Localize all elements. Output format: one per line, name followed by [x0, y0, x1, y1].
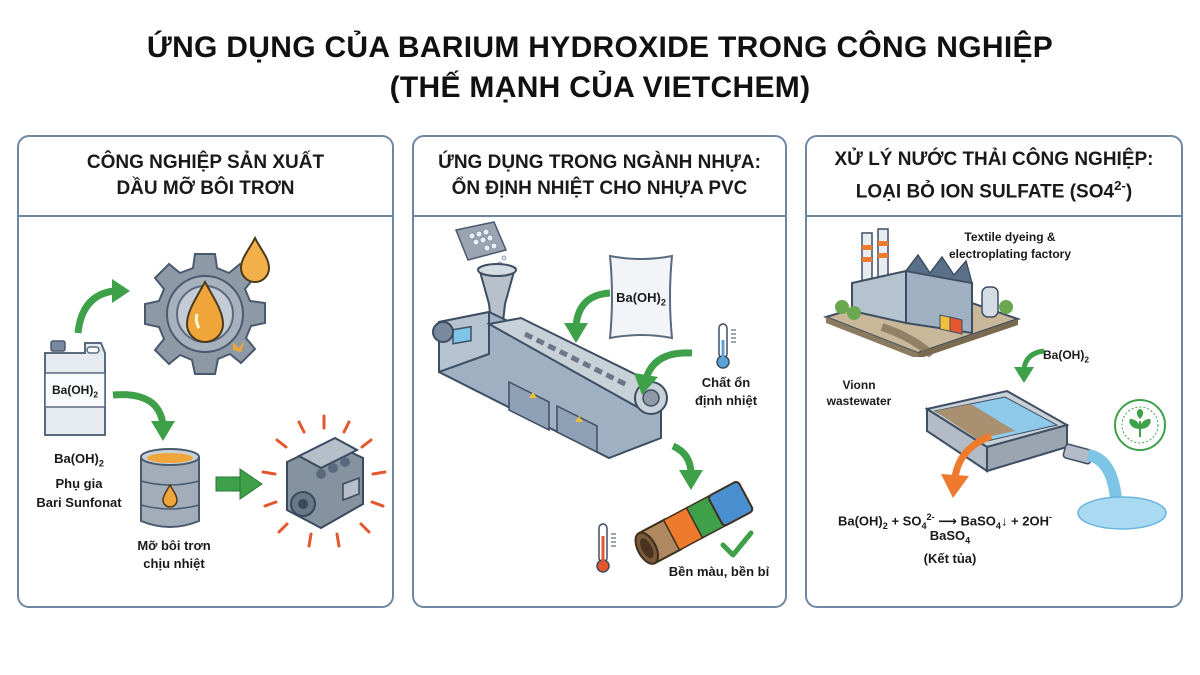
orange-arrow-icon	[941, 432, 993, 498]
page-title: ỨNG DỤNG CỦA BARIUM HYDROXIDE TRONG CÔNG…	[0, 28, 1200, 108]
reagent-label: Ba(OH)2	[1043, 348, 1090, 365]
factory-label: Textile dyeing & electroplating factory	[948, 230, 1072, 261]
heading-line2: DẦU MỠ BÔI TRƠN	[116, 178, 295, 199]
chemical-bag-icon	[608, 254, 674, 340]
jug-label: Ba(OH)2	[51, 383, 98, 400]
panel-pvc-heading: ỨNG DỤNG TRONG NGÀNH NHỰA: ỔN ĐỊNH NHIỆT…	[414, 137, 785, 217]
extruder-machine-icon	[432, 263, 668, 460]
bag-label: Ba(OH)2	[616, 290, 666, 308]
reaction-equation: Ba(OH)2 + SO42- ⟶ BaSO4↓ + 2OH-	[837, 512, 1053, 531]
additive-label: Ba(OH)2 Phụ gia Bari Sunfonat	[36, 451, 122, 510]
precipitate-label: BaSO4 (Kết tủa)	[923, 528, 977, 566]
page-title-line1: ỨNG DỤNG CỦA BARIUM HYDROXIDE TRONG CÔNG…	[146, 31, 1054, 64]
panel-wastewater: XỬ LÝ NƯỚC THẢI CÔNG NGHIỆP: LOẠI BỎ ION…	[805, 135, 1183, 608]
green-arrow-icon	[671, 442, 703, 490]
cold-thermometer-icon	[716, 323, 736, 369]
heading-line2: ỔN ĐỊNH NHIỆT CHO NHỰA PVC	[451, 178, 748, 199]
wastewater-label: Vionn wastewater	[826, 378, 892, 408]
hot-engine-icon	[261, 414, 387, 548]
green-arrow-icon	[564, 289, 611, 343]
heading-line2: LOẠI BỎ ION SULFATE (SO42-)	[855, 177, 1133, 203]
checkmark-icon	[720, 530, 754, 558]
panel-lubricant: CÔNG NGHIỆP SẢN XUẤT DẦU MỠ BÔI TRƠN	[17, 135, 394, 608]
green-arrow-icon	[74, 279, 130, 334]
heading-line1: ỨNG DỤNG TRONG NGÀNH NHỰA:	[438, 152, 761, 173]
hot-thermometer-icon	[596, 523, 616, 573]
grease-label: Mỡ bôi trơn chịu nhiệt	[137, 538, 211, 571]
discharge-pipe-icon	[1062, 443, 1167, 530]
panel-lubricant-heading: CÔNG NGHIỆP SẢN XUẤT DẦU MỠ BÔI TRƠN	[19, 137, 392, 217]
stabilizer-label: Chất ổn định nhiệt	[694, 375, 758, 408]
factory-icon	[822, 228, 1022, 357]
green-arrow-icon	[215, 468, 263, 500]
page-title-line2: (THẾ MẠNH CỦA VIETCHEM)	[389, 71, 811, 104]
heading-line1: XỬ LÝ NƯỚC THẢI CÔNG NGHIỆP:	[834, 148, 1154, 170]
green-arrow-icon	[634, 349, 693, 395]
green-arrow-icon	[112, 391, 175, 441]
panel-pvc: ỨNG DỤNG TRONG NGÀNH NHỰA: ỔN ĐỊNH NHIỆT…	[412, 135, 787, 608]
result-label: Bền màu, bền bỉ	[668, 564, 770, 579]
panel-wastewater-heading: XỬ LÝ NƯỚC THẢI CÔNG NGHIỆP: LOẠI BỎ ION…	[807, 137, 1181, 217]
treatment-tank-icon	[924, 389, 1070, 473]
grease-barrel-icon	[140, 448, 200, 528]
gear-with-oil-drops-icon	[144, 235, 271, 375]
eco-leaf-badge-icon	[1114, 399, 1166, 451]
heading-line1: CÔNG NGHIỆP SẢN XUẤT	[86, 152, 325, 173]
green-arrow-icon	[1014, 348, 1045, 383]
pvc-pipe-icon	[634, 481, 754, 565]
pellet-hopper-icon	[454, 221, 508, 267]
chemical-jug-icon	[44, 340, 106, 436]
